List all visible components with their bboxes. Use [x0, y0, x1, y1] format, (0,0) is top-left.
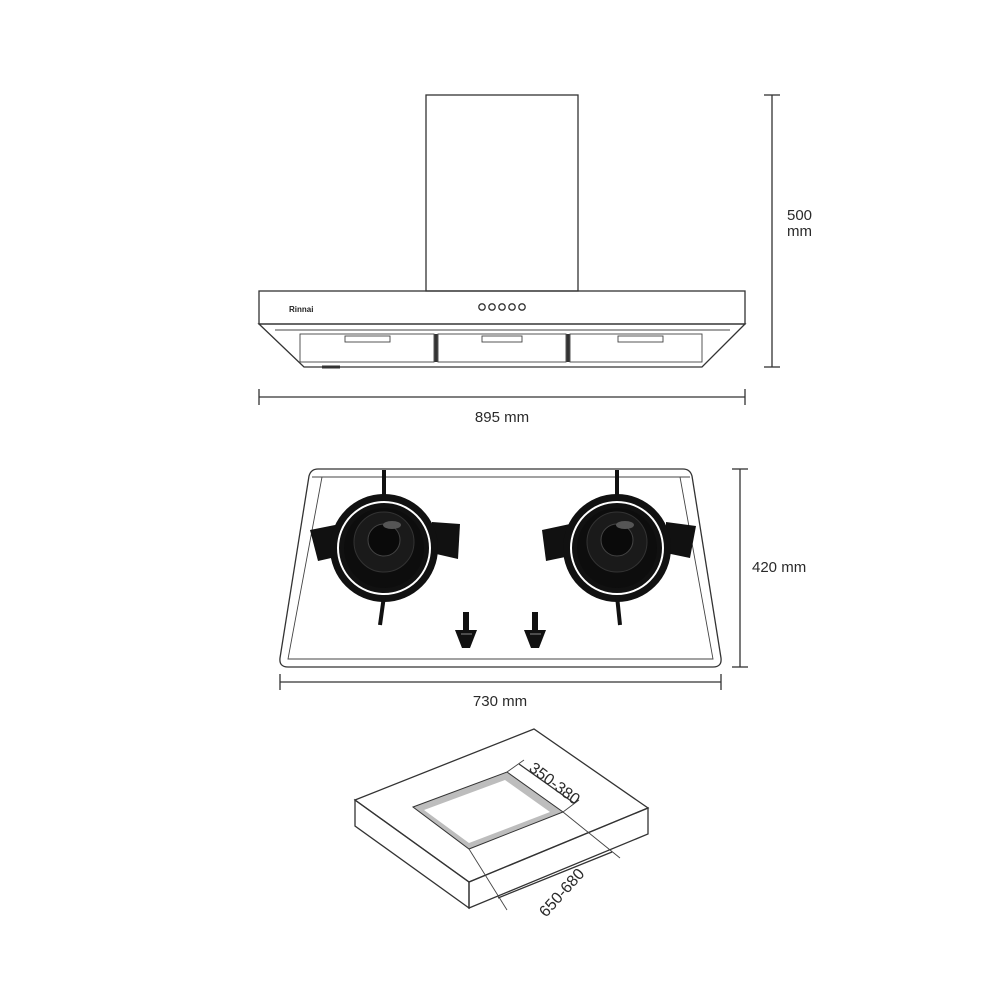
- hood-height-dimension: 500 mm: [764, 94, 812, 368]
- hood-filters: [299, 333, 703, 363]
- range-hood: Rinnai: [257, 94, 747, 369]
- hood-control-buttons: [478, 303, 526, 311]
- hob-width-label: 730 mm: [473, 693, 527, 710]
- gas-hob: [279, 468, 722, 668]
- left-burner: [310, 470, 460, 626]
- hob-outer-frame: [279, 468, 722, 668]
- hood-height-unit: mm: [787, 223, 812, 240]
- hood-chimney: [425, 94, 579, 292]
- right-burner: [542, 470, 696, 626]
- countertop-cutout: [353, 728, 650, 911]
- hood-width-dimension: 895 mm: [258, 389, 746, 426]
- hob-knob-left: [455, 612, 477, 648]
- hood-brand-logo: Rinnai: [289, 305, 313, 314]
- hood-front-panel: [258, 290, 746, 325]
- hob-depth-label: 420 mm: [752, 559, 806, 576]
- cutout-width-label: 650-680: [536, 866, 588, 921]
- hood-canopy: [257, 323, 747, 368]
- hood-lights: [344, 335, 664, 343]
- hob-depth-dimension: 420 mm: [732, 468, 806, 668]
- hood-height-value: 500: [787, 207, 812, 224]
- hood-width-label: 895 mm: [475, 409, 529, 426]
- hob-width-dimension: 730 mm: [279, 674, 722, 710]
- hob-knob-right: [524, 612, 546, 648]
